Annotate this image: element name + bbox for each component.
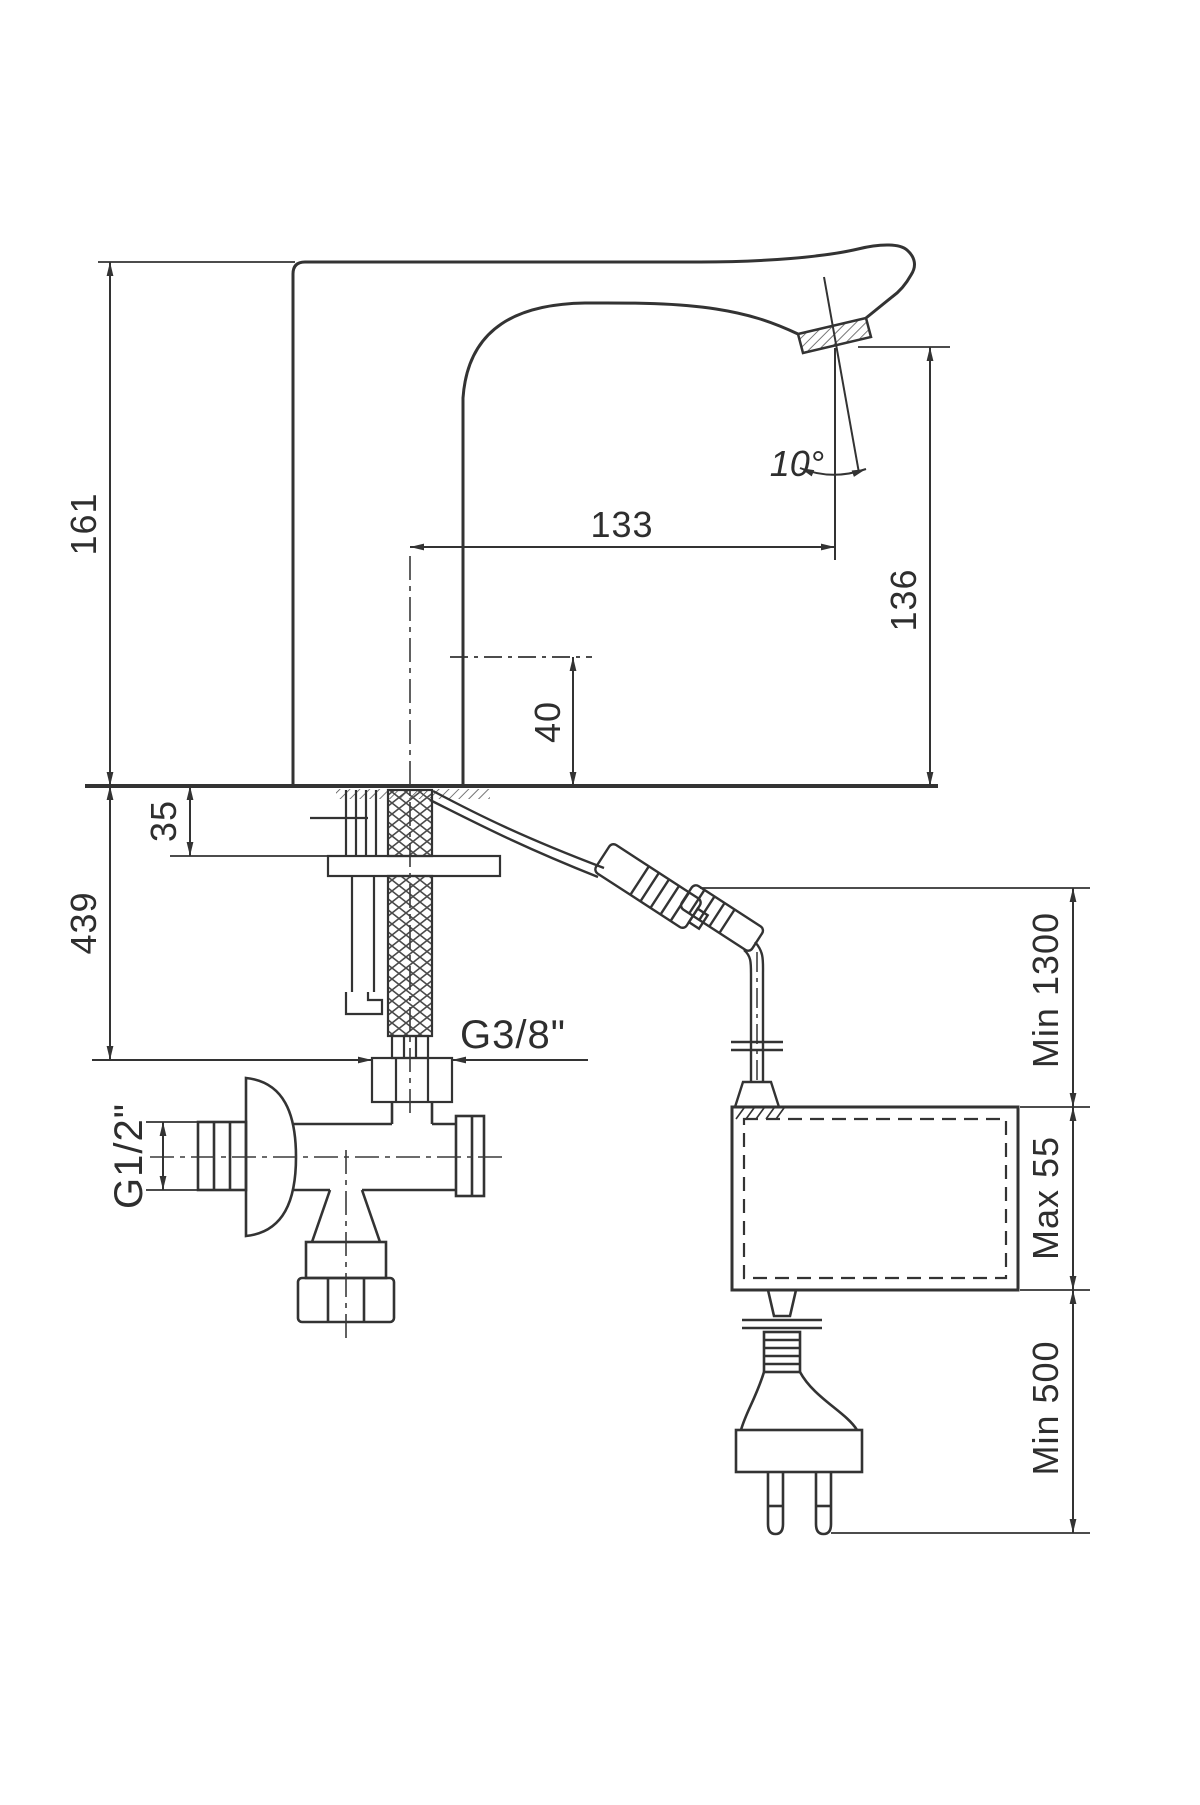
- counter-deck: [85, 784, 938, 799]
- dim-g38-label: G3/8": [460, 1013, 566, 1057]
- dim-angle-label: 10°: [770, 443, 824, 484]
- mounting-plate: [326, 854, 502, 878]
- angle-construction: [799, 276, 867, 560]
- dim-min1300-label: Min 1300: [1025, 912, 1066, 1068]
- centerlines: [150, 556, 505, 1338]
- control-box-hatch: [735, 1107, 785, 1120]
- dim-133-label: 133: [590, 504, 653, 545]
- valve-wall-nipple: [196, 1120, 248, 1192]
- angle-arc: [799, 467, 867, 477]
- dim-161-label: 161: [63, 492, 104, 555]
- sensor-cable: [429, 789, 783, 1109]
- plug-bell-right: [798, 1371, 859, 1431]
- dimension-labels: 161 439 35 G1/2" 40 136 133 10° G3/8" Mi…: [63, 443, 1066, 1476]
- pipe-hook: [344, 992, 384, 1016]
- cable-connector-2: [679, 884, 765, 952]
- dim-439-label: 439: [63, 891, 104, 954]
- dim-40-label: 40: [527, 701, 568, 743]
- control-box-inner-dashed: [742, 1117, 1008, 1280]
- valve-cap: [454, 1114, 486, 1198]
- plug-bell-left: [739, 1371, 766, 1431]
- plug-pin-right: [814, 1472, 833, 1536]
- g38-nut: [370, 1056, 454, 1104]
- dim-35-label: 35: [143, 800, 184, 842]
- control-box: [730, 1105, 1020, 1292]
- faucet-outline: [291, 243, 916, 786]
- dim-max55-label: Max 55: [1025, 1136, 1066, 1260]
- power-plug: [734, 1288, 864, 1536]
- cable-connector-1: [594, 843, 710, 931]
- plug-base: [734, 1428, 864, 1474]
- plug-pin-left: [766, 1472, 785, 1536]
- dim-min500-label: Min 500: [1025, 1340, 1066, 1475]
- tilt-line: [823, 276, 860, 474]
- dimension-lines: [92, 261, 1090, 1534]
- dim-136-label: 136: [883, 568, 924, 631]
- dim-g12-label: G1/2": [107, 1103, 151, 1209]
- angle-valve: [196, 1076, 486, 1324]
